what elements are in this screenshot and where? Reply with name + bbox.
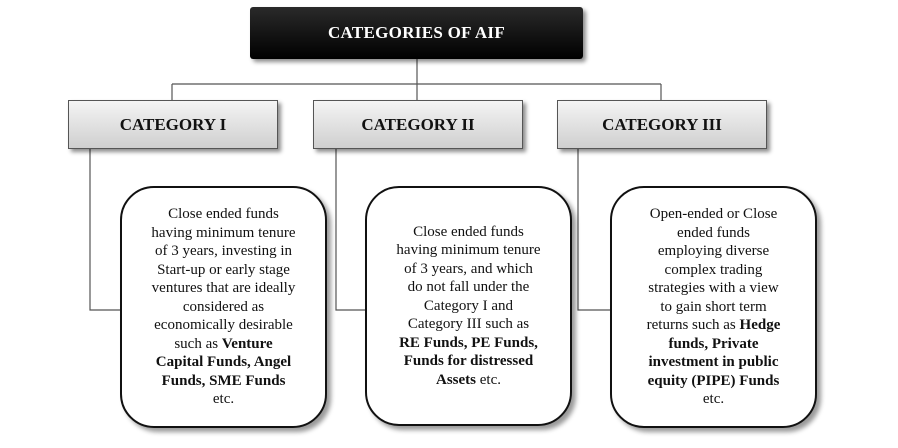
title-box: CATEGORIES OF AIF (250, 7, 583, 59)
description-line: employing diverse (658, 242, 769, 261)
description-bold-text: equity (PIPE) Funds (647, 372, 780, 389)
description-text: economically desirable (154, 317, 293, 334)
description-text: etc. (702, 391, 725, 408)
description-text: do not fall under the (407, 279, 530, 296)
category-iii-box: CATEGORY III (557, 100, 767, 149)
description-text: to gain short term (660, 298, 767, 315)
description-bold-text: investment in public (648, 354, 779, 371)
description-text: Category III such as (407, 316, 530, 333)
description-text: Close ended funds (168, 206, 279, 223)
category-i-box: CATEGORY I (68, 100, 278, 149)
description-bold-text: Funds for distressed (403, 353, 534, 370)
description-text: considered as (182, 298, 265, 315)
description-line: Open-ended or Close (650, 205, 777, 224)
description-text: ended funds (677, 224, 750, 241)
description-line: Category I and (424, 297, 513, 316)
description-bold-text: Assets (436, 371, 476, 388)
description-line: Assets etc. (436, 371, 501, 390)
description-line: Capital Funds, Angel (156, 353, 291, 372)
description-line: Close ended funds (413, 223, 524, 242)
category-i-label: CATEGORY I (119, 114, 227, 134)
description-line: ended funds (677, 224, 750, 243)
description-line: equity (PIPE) Funds (648, 372, 780, 391)
description-bold-text: funds, Private (668, 335, 759, 352)
description-line: to gain short term (660, 298, 766, 317)
description-line: etc. (213, 390, 234, 409)
description-line: Start-up or early stage (157, 261, 290, 280)
description-line: etc. (703, 390, 724, 409)
category-ii-label: CATEGORY II (361, 114, 475, 134)
description-line: returns such as Hedge (647, 316, 781, 335)
category-iii-label: CATEGORY III (602, 114, 722, 134)
description-text: Start-up or early stage (157, 261, 290, 278)
description-line: having minimum tenure (151, 224, 295, 243)
description-bold-text: Venture (221, 335, 273, 352)
description-line: funds, Private (669, 335, 759, 354)
description-line: do not fall under the (408, 278, 530, 297)
description-line: strategies with a view (648, 279, 778, 298)
description-text: of 3 years, investing in (154, 243, 293, 260)
description-line: RE Funds, PE Funds, (399, 334, 538, 353)
description-line: ventures that are ideally (152, 279, 296, 298)
description-text: having minimum tenure (151, 224, 296, 241)
description-text: strategies with a view (648, 280, 779, 297)
description-text: ventures that are ideally (151, 280, 296, 297)
description-line: Category III such as (408, 315, 529, 334)
description-line: investment in public (648, 353, 778, 372)
title-label: CATEGORIES OF AIF (327, 23, 506, 42)
description-line: Close ended funds (168, 205, 279, 224)
description-line: of 3 years, and which (404, 260, 533, 279)
description-line: complex trading (665, 261, 763, 280)
description-line: Funds, SME Funds (162, 372, 286, 391)
description-bold-text: Hedge (739, 317, 781, 334)
description-text: etc. (476, 371, 501, 388)
description-text: of 3 years, and which (404, 260, 533, 277)
description-bold-text: Capital Funds, Angel (155, 354, 292, 371)
description-text: complex trading (664, 261, 763, 278)
description-text: Open-ended or Close (649, 206, 778, 223)
description-text: etc. (212, 391, 235, 408)
category-ii-box: CATEGORY II (313, 100, 523, 149)
description-line: such as Venture (174, 335, 272, 354)
description-text: returns such as (646, 317, 740, 334)
description-line: of 3 years, investing in (155, 242, 292, 261)
description-line: economically desirable (154, 316, 293, 335)
description-text: Category I and (423, 297, 514, 314)
description-bold-text: Funds, SME Funds (161, 372, 286, 389)
description-line: considered as (183, 298, 264, 317)
description-text: having minimum tenure (396, 242, 541, 259)
description-text: Close ended funds (413, 223, 524, 240)
description-bold-text: RE Funds, PE Funds, (399, 334, 538, 351)
description-text: employing diverse (657, 243, 770, 260)
description-text: such as (174, 335, 222, 352)
description-line: having minimum tenure (396, 241, 540, 260)
description-line: Funds for distressed (404, 352, 533, 371)
